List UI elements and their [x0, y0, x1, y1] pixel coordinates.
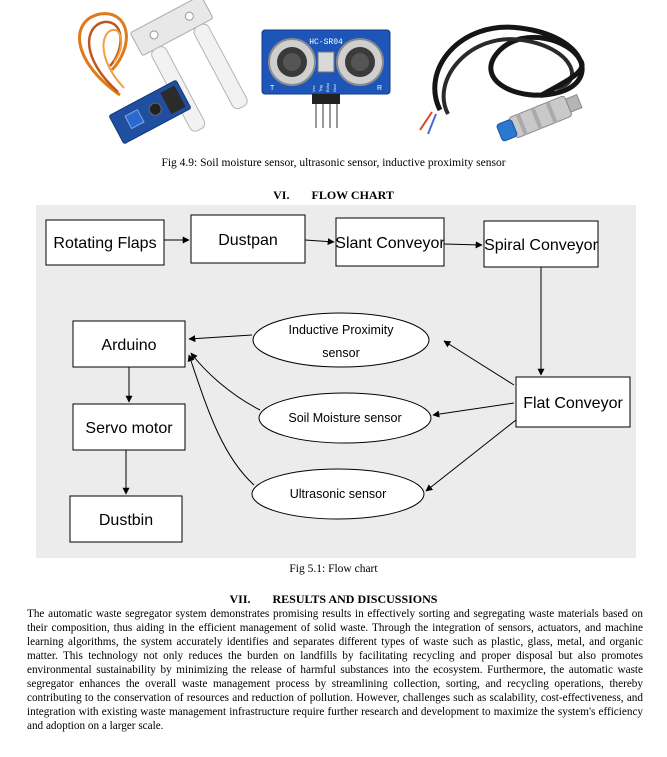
dustbin-box — [69, 495, 183, 543]
ultrasonic-pin-label: Gnd — [332, 84, 337, 92]
inductive-proximity-sensor-image — [419, 24, 585, 142]
ultrasonic-pin-label: Trig — [318, 85, 323, 92]
dustbin-label: Dustbin — [99, 512, 153, 529]
ultrasonic-sensor-ellipse — [251, 468, 425, 520]
section-vii-title: RESULTS AND DISCUSSIONS — [272, 592, 438, 606]
section-vi-heading: VI. FLOW CHART — [0, 188, 667, 203]
slant-conveyor-label: Slant Conveyor — [335, 235, 445, 252]
arrow-soil-to-arduino — [190, 352, 261, 411]
flat-conveyor-box — [515, 376, 631, 428]
sensor-photos-svg: HC-SR04 T R Vcc Trig Echo Gnd — [78, 0, 585, 144]
spiral-conveyor-box — [483, 220, 599, 268]
results-paragraph: The automatic waste segregator system de… — [27, 608, 643, 732]
soil-moisture-sensor-image — [78, 0, 248, 144]
ultrasonic-sensor-image: HC-SR04 T R Vcc Trig Echo Gnd — [261, 29, 391, 128]
figure-4-9-caption: Fig 4.9: Soil moisture sensor, ultrasoni… — [161, 157, 506, 169]
rotating-flaps-label: Rotating Flaps — [53, 235, 156, 252]
ultrasonic-sensor-label: Ultrasonic sensor — [290, 487, 387, 501]
section-vi-number: VI. — [273, 188, 290, 202]
inductive-sensor-ellipse — [252, 312, 430, 368]
section-vi-title: FLOW CHART — [311, 188, 394, 202]
ultrasonic-module-label: HC-SR04 — [309, 38, 343, 47]
arrow-ultrasonic-to-arduino — [187, 354, 255, 486]
dustpan-box — [190, 214, 306, 264]
spiral-conveyor-label: Spiral Conveyor — [484, 237, 599, 254]
arduino-box — [72, 320, 186, 368]
section-vii-number: VII. — [229, 592, 251, 606]
dustpan-label: Dustpan — [218, 232, 278, 249]
flat-conveyor-label: Flat Conveyor — [523, 395, 623, 412]
arrow-dustpan-to-slant — [304, 238, 335, 246]
rotating-flaps-box — [45, 219, 165, 266]
servo-motor-label: Servo motor — [85, 420, 173, 437]
ultrasonic-pin-label: Echo — [325, 82, 330, 92]
sensor-photos: HC-SR04 T R Vcc Trig Echo Gnd — [0, 0, 667, 160]
arrow-inductive-to-arduino — [188, 334, 253, 343]
arrow-flat-to-inductive — [443, 340, 515, 386]
arrow-flat-to-ultrasonic — [425, 419, 517, 492]
soil-moisture-sensor-ellipse — [258, 392, 432, 444]
section-vii-heading: VII. RESULTS AND DISCUSSIONS — [0, 592, 667, 607]
soil-moisture-sensor-label: Soil Moisture sensor — [288, 411, 401, 425]
flow-chart: Rotating Flaps Dustpan Slant Conveyor Sp… — [36, 205, 636, 558]
arrow-flat-to-soil — [432, 402, 515, 418]
servo-motor-box — [72, 403, 186, 451]
slant-conveyor-box — [335, 217, 445, 267]
inductive-sensor-label-line2: sensor — [322, 346, 360, 360]
ultrasonic-side-left-label: T — [270, 85, 275, 92]
ultrasonic-pin-label: Vcc — [311, 85, 316, 92]
arduino-label: Arduino — [101, 337, 156, 354]
inductive-sensor-label-line1: Inductive Proximity — [289, 323, 395, 337]
flow-chart-svg: Rotating Flaps Dustpan Slant Conveyor Sp… — [45, 214, 631, 543]
figure-5-1-caption: Fig 5.1: Flow chart — [289, 563, 378, 575]
ultrasonic-side-right-label: R — [377, 85, 382, 92]
arrow-slant-to-spiral — [443, 241, 483, 249]
